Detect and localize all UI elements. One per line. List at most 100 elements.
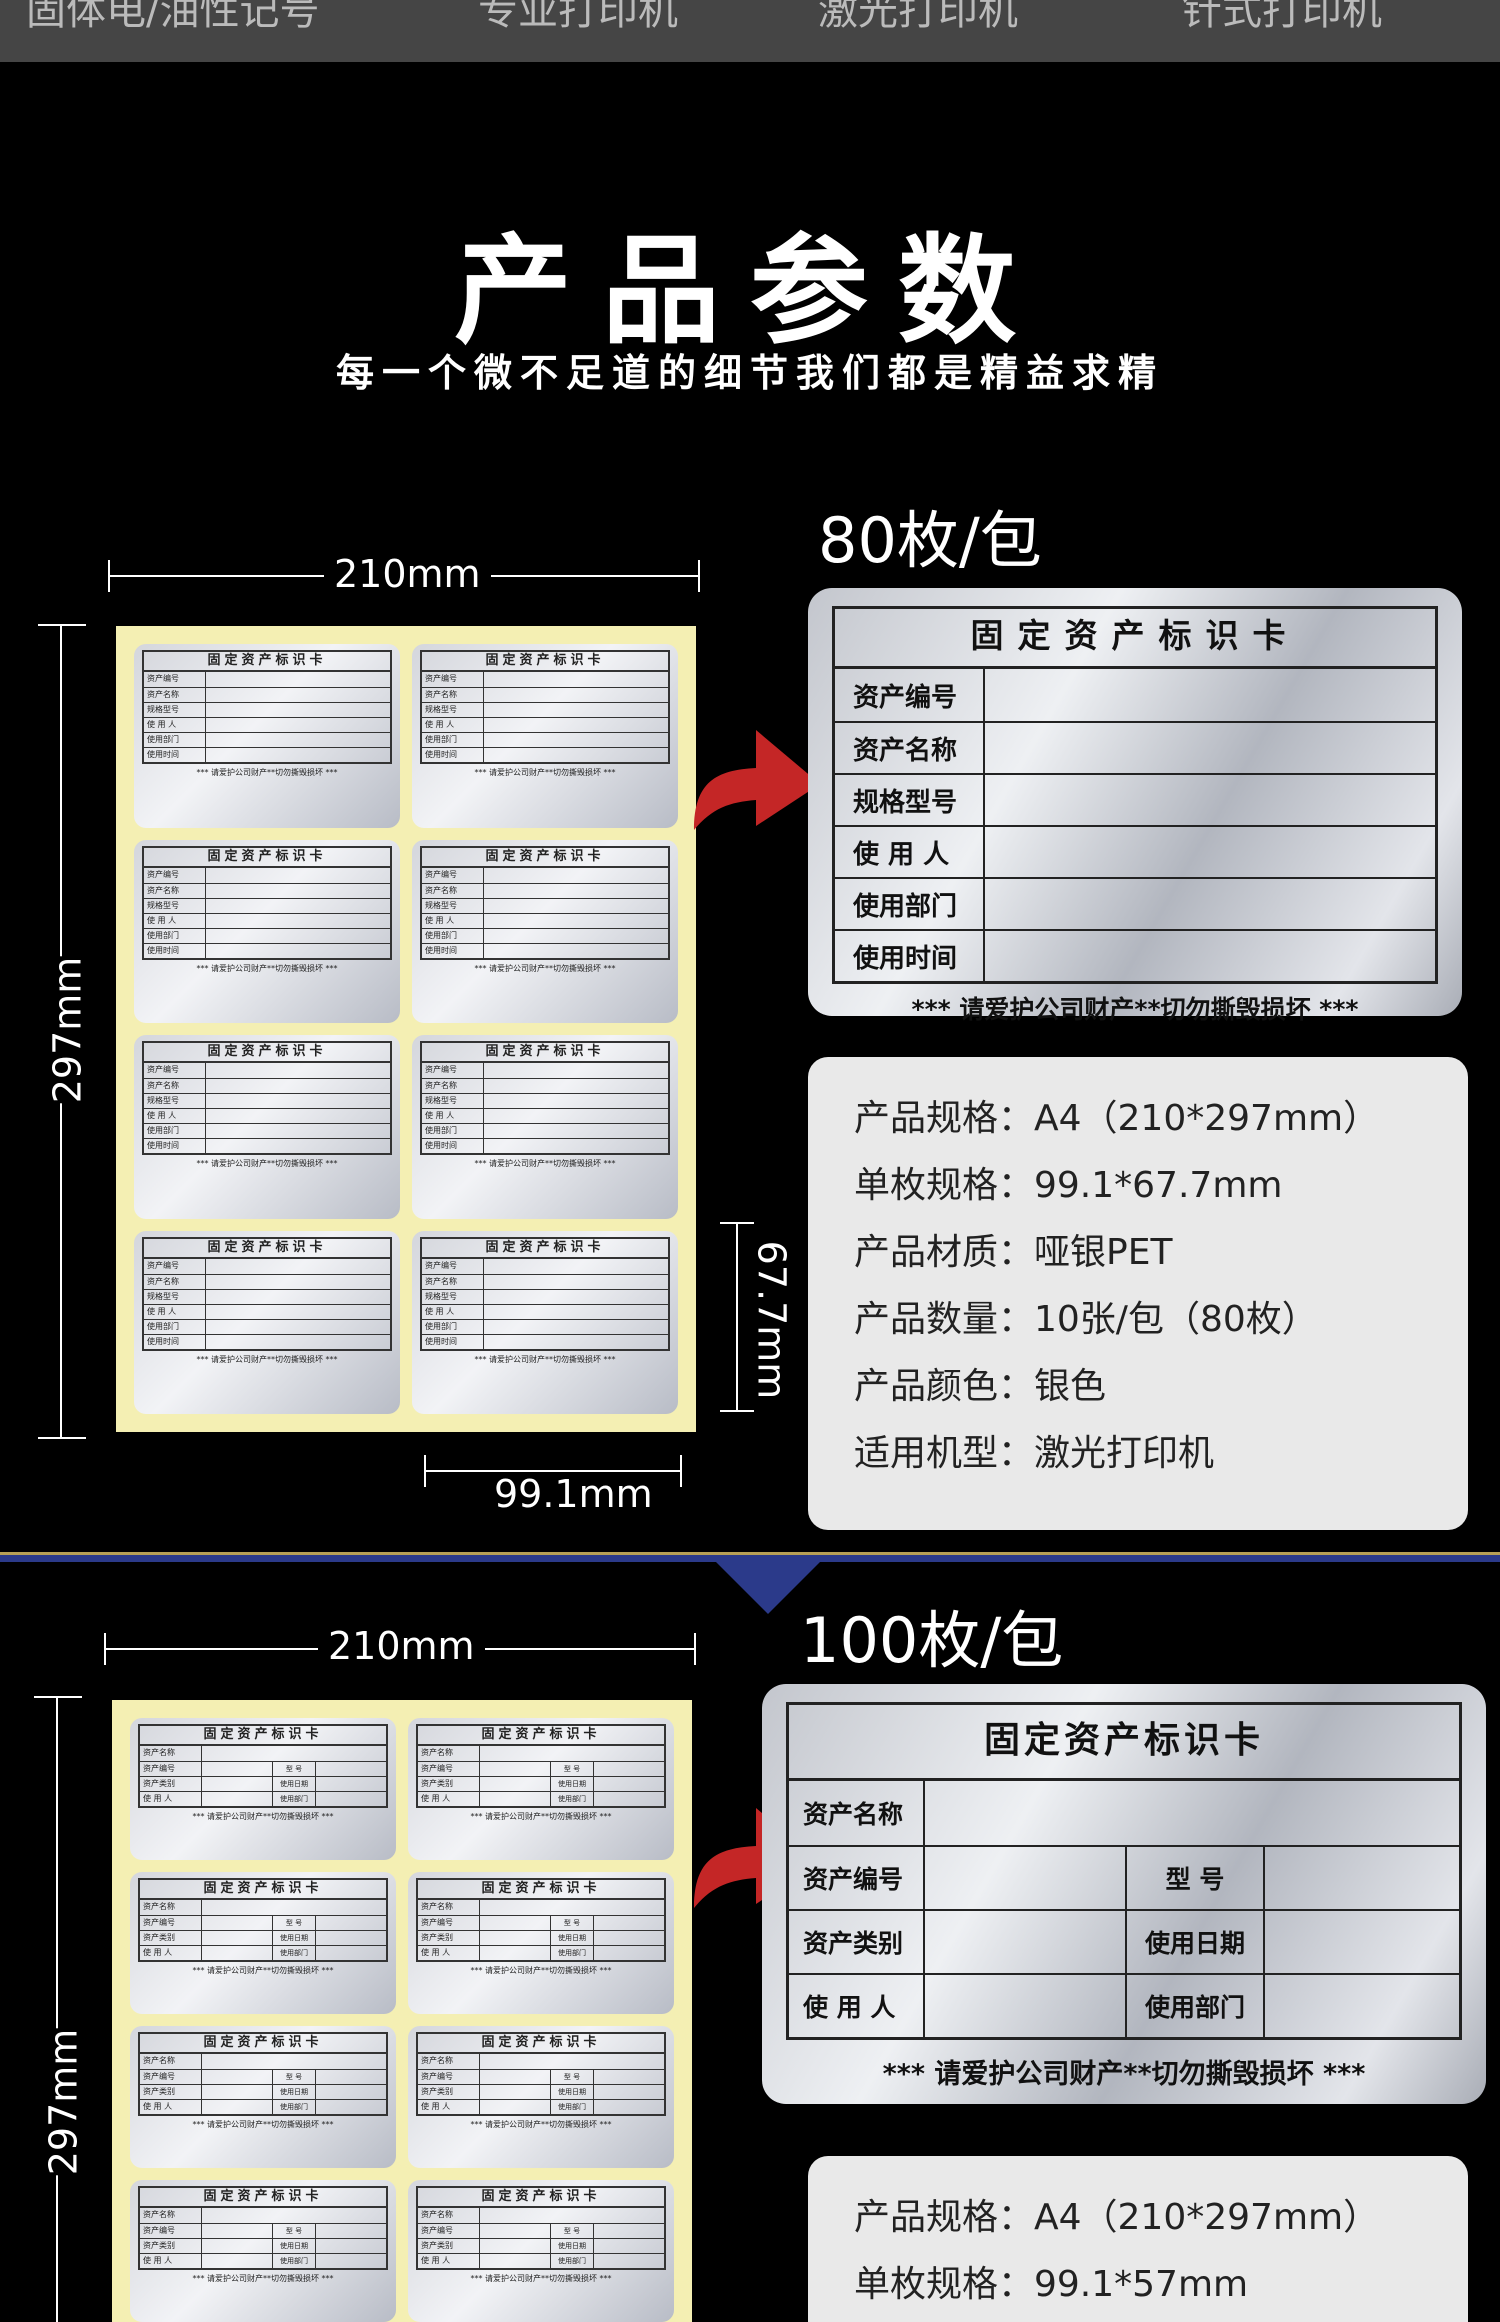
mini-card-title: 固定资产标识卡 (138, 2186, 388, 2206)
mini-card-row-label: 资产名称 (422, 883, 484, 898)
mini-card-row: 使 用 人 (144, 1303, 390, 1319)
mini-card-row-value: 使用部门 (480, 1792, 664, 1806)
dim-tick (720, 1222, 754, 1224)
mini-card-sub-label: 型 号 (272, 1762, 316, 1776)
mini-card-row: 规格型号 (422, 702, 668, 717)
mini-card-table: 资产名称资产编号型 号资产类别使用日期使 用 人使用部门 (138, 1744, 388, 1808)
spec-panel-100: 产品规格：A4（210*297mm）单枚规格：99.1*57mm (808, 2156, 1468, 2322)
mini-card-row-value: 使用日期 (202, 2085, 386, 2099)
mini-card-row: 资产名称 (418, 2054, 664, 2069)
mini-card-cell (480, 1762, 550, 1776)
mini-card-row-value (484, 1335, 668, 1349)
label-card-100: 固定资产标识卡 资产名称资产编号型 号资产类别使用日期使 用 人使用部门 ***… (762, 1684, 1486, 2104)
mini-card-row-label: 资产类别 (140, 2239, 202, 2253)
mini-card-row: 使用部门 (144, 927, 390, 943)
mini-card-row: 使 用 人使用部门 (418, 2253, 664, 2268)
card-row-value (925, 1781, 1459, 1845)
card-row-label: 规格型号 (835, 775, 985, 825)
mini-card-row: 资产编号型 号 (418, 1915, 664, 1930)
mini-card-row-label: 资产编号 (144, 1258, 206, 1274)
mini-label-card: 固定资产标识卡资产名称资产编号型 号资产类别使用日期使 用 人使用部门*** 请… (408, 2180, 674, 2322)
mini-card-row-value (484, 868, 668, 883)
mini-card-row: 使用时间 (422, 1333, 668, 1349)
mini-card-cell (316, 1762, 386, 1776)
dim-label-height: 297mm (45, 956, 90, 1104)
pack-count-80: 80枚/包 (818, 504, 1042, 577)
mini-card-row: 资产类别使用日期 (418, 2084, 664, 2099)
mini-card-row-value (202, 2054, 386, 2069)
mini-card-row-value (484, 1109, 668, 1123)
mini-card-row: 使用时间 (422, 942, 668, 958)
mini-card-cell (202, 2254, 272, 2268)
mini-card-row-value (484, 748, 668, 762)
mini-card-row: 资产编号 (422, 1258, 668, 1274)
mini-card-sub-label: 使用日期 (550, 2239, 594, 2253)
spec-row: 单枚规格：99.1*57mm (854, 2264, 1249, 2305)
card-row-label: 资产编号 (835, 669, 985, 721)
mini-card-row-value: 使用部门 (480, 2254, 664, 2268)
mini-card-row-value (206, 1320, 390, 1334)
nav-item-3[interactable]: 激光打印机 (818, 0, 1018, 34)
mini-card-row: 资产名称 (144, 1078, 390, 1093)
mini-card-cell (316, 2070, 386, 2084)
mini-card-row-value (206, 1063, 390, 1078)
mini-card-row: 使 用 人 (422, 1303, 668, 1319)
mini-card-row-value (206, 703, 390, 717)
mini-card-row: 资产编号 (144, 1063, 390, 1078)
mini-card-cell (202, 1792, 272, 1806)
mini-card-table: 资产名称资产编号型 号资产类别使用日期使 用 人使用部门 (138, 2206, 388, 2270)
spec-row: 产品材质：哑银PET (854, 1232, 1173, 1273)
mini-card-row-value (206, 944, 390, 958)
mini-card-row: 资产类别使用日期 (140, 1776, 386, 1791)
card-row-value (985, 931, 1435, 981)
top-nav: 固体电/油性记号 专业打印机 激光打印机 针式打印机 (0, 0, 1500, 62)
mini-card-row: 资产名称 (418, 1746, 664, 1761)
mini-card-row: 资产编号型 号 (418, 2069, 664, 2084)
mini-card-cell (202, 1946, 272, 1960)
mini-card-row: 资产名称 (140, 1900, 386, 1915)
mini-card-row: 资产名称 (422, 687, 668, 702)
mini-card-cell (594, 2085, 664, 2099)
mini-card-cell (594, 2070, 664, 2084)
mini-label-card: 固定资产标识卡资产编号资产名称规格型号使 用 人使用部门使用时间*** 请爱护公… (134, 839, 400, 1023)
mini-card-row-label: 资产编号 (422, 1258, 484, 1274)
mini-card-row-value (202, 2208, 386, 2223)
card-row-value (985, 827, 1435, 877)
mini-card-row-label: 资产编号 (144, 867, 206, 883)
mini-card-row-label: 使 用 人 (418, 2100, 480, 2114)
mini-card-row-value (484, 944, 668, 958)
mini-card-row-value (206, 1079, 390, 1093)
mini-card-row: 资产类别使用日期 (140, 2238, 386, 2253)
mini-card-row: 使用时间 (422, 747, 668, 762)
mini-card-row-label: 规格型号 (144, 1094, 206, 1108)
nav-item-2[interactable]: 专业打印机 (478, 0, 678, 34)
mini-card-row-label: 使用时间 (144, 1139, 206, 1153)
mini-card-row: 资产类别使用日期 (140, 1930, 386, 1945)
card-row-value (985, 669, 1435, 721)
mini-card-row: 资产编号型 号 (140, 2069, 386, 2084)
mini-card-cell (480, 2254, 550, 2268)
mini-card-row-value (206, 1335, 390, 1349)
mini-card-title: 固定资产标识卡 (420, 1236, 670, 1257)
mini-card-row-value: 使用日期 (480, 2239, 664, 2253)
nav-item-4[interactable]: 针式打印机 (1182, 0, 1382, 34)
dim-line-card-width (424, 1470, 682, 1472)
dim-line-height (56, 1696, 58, 2322)
card-row: 使 用 人使用部门 (789, 1973, 1459, 2037)
mini-card-row-label: 资产名称 (140, 2054, 202, 2069)
mini-card-row: 使用时间 (144, 1333, 390, 1349)
dim-tick (108, 560, 110, 592)
mini-card-row-label: 使 用 人 (418, 1792, 480, 1806)
nav-item-1[interactable]: 固体电/油性记号 (26, 0, 320, 34)
mini-card-cell (316, 1777, 386, 1791)
mini-card-cell (202, 1916, 272, 1930)
mini-card-row: 使用部门 (422, 732, 668, 747)
mini-card-row-value (484, 703, 668, 717)
mini-label-card: 固定资产标识卡资产编号资产名称规格型号使 用 人使用部门使用时间*** 请爱护公… (412, 1035, 678, 1219)
a4-sheet-80: 固定资产标识卡资产编号资产名称规格型号使 用 人使用部门使用时间*** 请爱护公… (116, 626, 696, 1432)
mini-card-row-value (484, 1290, 668, 1304)
mini-label-card: 固定资产标识卡资产名称资产编号型 号资产类别使用日期使 用 人使用部门*** 请… (130, 1872, 396, 2014)
mini-card-footer: *** 请爱护公司财产**切勿撕毁损坏 *** (196, 768, 338, 777)
mini-card-row: 资产编号型 号 (140, 1915, 386, 1930)
mini-card-row: 使用时间 (144, 942, 390, 958)
